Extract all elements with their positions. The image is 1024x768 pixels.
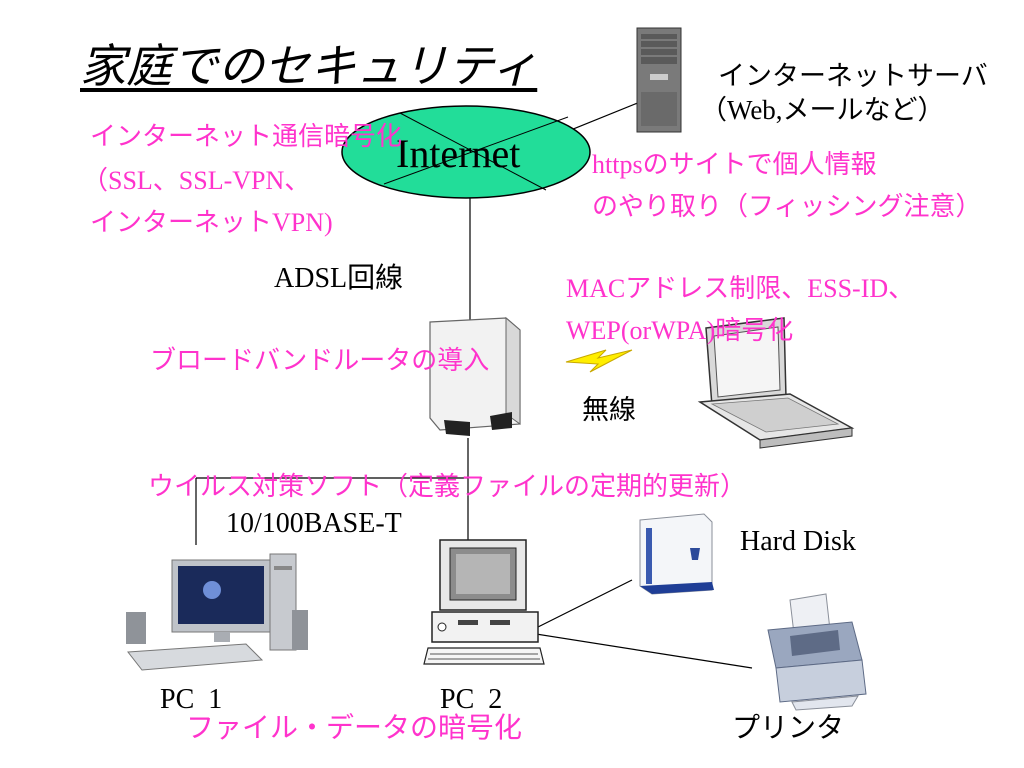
router-note: ブロードバンドルータの導入 (150, 346, 490, 376)
pc1-icon (126, 553, 308, 671)
internet-cloud (341, 105, 591, 199)
connection-lines (195, 97, 753, 669)
hard-disk-label: Hard Disk (740, 526, 856, 557)
hard-disk-icon (639, 513, 714, 595)
wireless-security-note-line: MACアドレス制限、ESS-ID、 (566, 274, 915, 303)
lightning-icon (565, 349, 633, 373)
pc2-to-hdd-line (535, 579, 633, 629)
server-sublabel: （Web,メールなど） (700, 95, 945, 125)
printer-icon (767, 593, 867, 711)
https-note-line: httpsのサイトで個人情報 (592, 150, 877, 179)
pc2-label: PC 2 (440, 684, 503, 715)
laptop-icon (697, 317, 855, 449)
pc2-icon (423, 539, 545, 665)
page-title: 家庭でのセキュリティ (80, 41, 538, 92)
footer-bar (0, 752, 1024, 768)
antivirus-note: ウイルス対策ソフト（定義ファイルの定期的更新） (148, 472, 747, 502)
internet-encryption-note-line: インターネット通信暗号化 (90, 122, 403, 152)
lan-label: 10/100BASE-T (226, 508, 402, 539)
printer-label: プリンタ (732, 713, 845, 744)
router-icon (429, 316, 521, 436)
pc2-to-printer-line (535, 633, 753, 669)
file-encryption-note: ファイル・データの暗号化 (186, 711, 523, 744)
internet-label: Internet (396, 131, 521, 176)
https-note-line: のやり取り（フィッシング注意） (592, 192, 982, 222)
wireless-security-note-line: WEP(orWPA)暗号化 (566, 316, 794, 345)
internet-encryption-note-line: インターネットVPN) (90, 208, 333, 237)
internet-encryption-note-line: （SSL、SSL-VPN、 (82, 166, 311, 195)
server-label: インターネットサーバ (718, 61, 988, 92)
wireless-label: 無線 (582, 395, 636, 426)
adsl-label: ADSL回線 (274, 263, 404, 294)
pc1-label: PC 1 (160, 684, 223, 715)
server-icon (636, 27, 682, 133)
